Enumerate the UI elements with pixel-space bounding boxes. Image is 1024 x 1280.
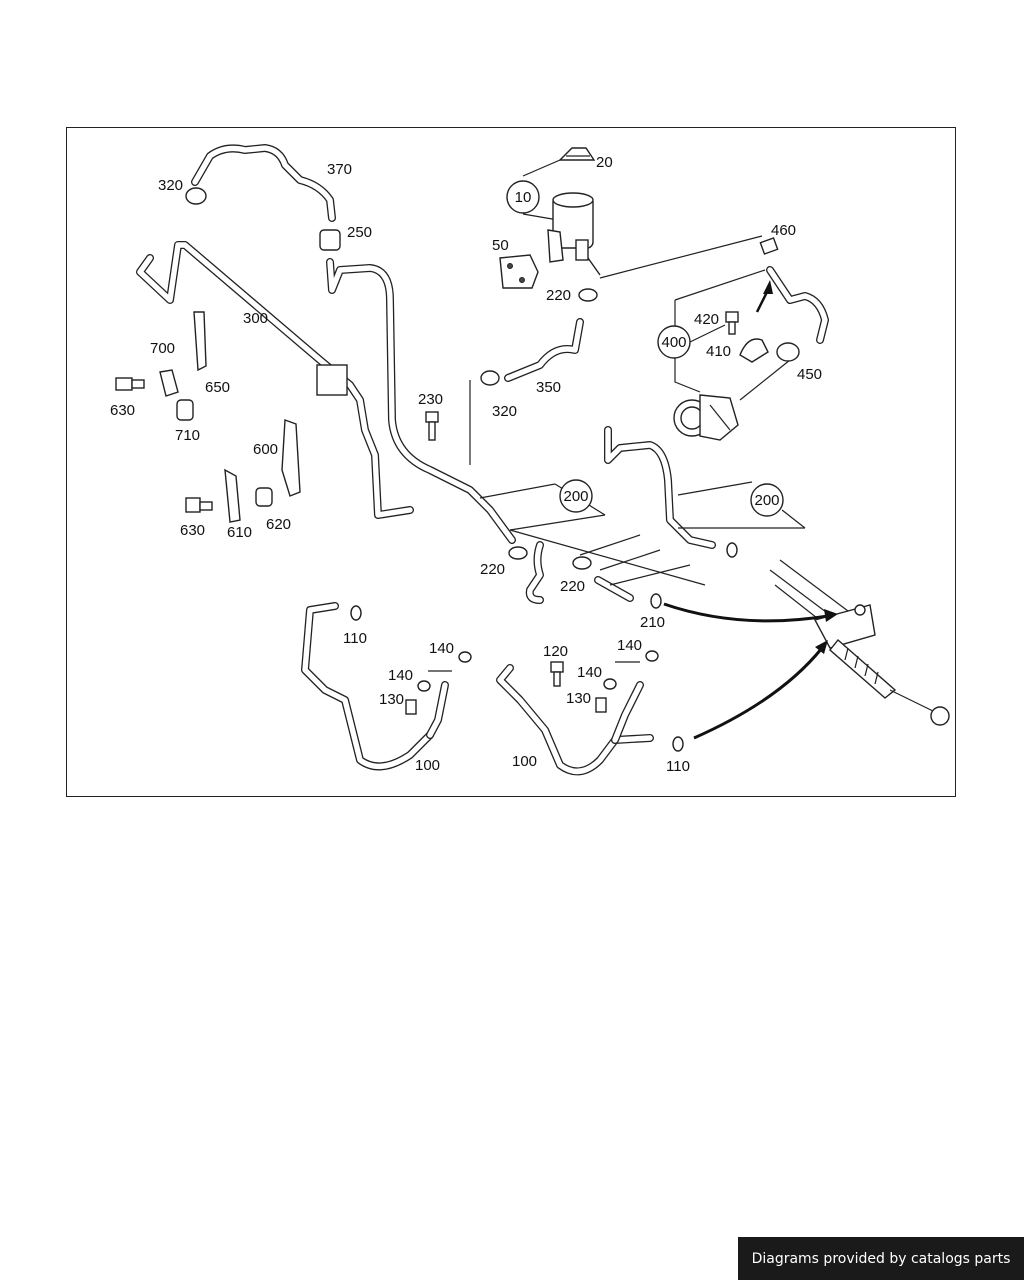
- label-350: 350: [536, 379, 561, 396]
- label-100-right: 100: [512, 753, 537, 770]
- label-460: 460: [771, 222, 796, 239]
- label-450: 450: [797, 366, 822, 383]
- bolt-120-icon: [550, 661, 564, 687]
- label-110-left: 110: [343, 630, 367, 647]
- label-140-c: 140: [617, 637, 642, 654]
- label-620: 620: [266, 516, 291, 533]
- seal-200-icon: [726, 542, 738, 558]
- steering-rack-icon: [769, 559, 950, 726]
- hose-210: [594, 576, 634, 602]
- clamp-220-left-icon: [508, 546, 528, 560]
- label-320-mid: 320: [492, 403, 517, 420]
- hose-pump-line: [604, 426, 716, 549]
- bolt-130-icons: [405, 697, 607, 715]
- hose-return-small: [525, 541, 544, 604]
- arrow-to-rack-lower-icon: [693, 640, 828, 740]
- credit-text: Diagrams provided by catalogs parts: [751, 1250, 1011, 1267]
- hose-460-loop: [766, 266, 829, 344]
- clip-460-icon: [759, 237, 779, 255]
- leader-lines: [428, 159, 806, 672]
- label-10: 10: [515, 189, 532, 206]
- label-710: 710: [175, 427, 200, 444]
- label-650: 650: [205, 379, 230, 396]
- hose-main-line: [326, 258, 516, 544]
- label-700: 700: [150, 340, 175, 357]
- hose-100-left: [301, 602, 449, 771]
- label-220-top: 220: [546, 287, 571, 304]
- bolt-630-bottom-icon: [185, 497, 213, 513]
- grommet-250-icon: [319, 229, 341, 251]
- label-400: 400: [661, 334, 686, 351]
- label-140-a: 140: [429, 640, 454, 657]
- label-610: 610: [227, 524, 252, 541]
- label-140-d: 140: [577, 664, 602, 681]
- clip-700-icon: [159, 369, 179, 397]
- bolt-230-icon: [425, 411, 439, 441]
- label-130-left: 130: [379, 691, 404, 708]
- grommet-710-icon: [176, 399, 194, 421]
- arrow-up-icon: [755, 280, 773, 313]
- label-210: 210: [640, 614, 665, 631]
- arrow-to-rack-upper-icon: [663, 602, 838, 623]
- diagram-frame: [66, 127, 956, 797]
- bracket-650-icon: [193, 311, 207, 372]
- hose-350: [504, 318, 584, 382]
- hose-100-right: [496, 664, 654, 776]
- seal-140-icons: [417, 650, 659, 692]
- label-220-right: 220: [560, 578, 585, 595]
- label-100-left: 100: [415, 757, 440, 774]
- ring-450-icon: [776, 342, 800, 362]
- label-250: 250: [347, 224, 372, 241]
- label-370: 370: [327, 161, 352, 178]
- label-230: 230: [418, 391, 443, 408]
- clamp-320-mid-icon: [480, 370, 500, 386]
- label-630-top: 630: [110, 402, 135, 419]
- bolt-420-icon: [725, 311, 739, 335]
- bracket-410-icon: [739, 338, 769, 363]
- reservoir-cap-icon: [558, 147, 596, 161]
- label-140-b: 140: [388, 667, 413, 684]
- label-110-right: 110: [666, 758, 690, 775]
- sleeve-620-icon: [255, 487, 273, 507]
- label-220-left: 220: [480, 561, 505, 578]
- seal-210-icon: [650, 593, 662, 609]
- clip-610-icon: [224, 468, 241, 523]
- label-630-bottom: 630: [180, 522, 205, 539]
- bracket-600-icon: [281, 419, 301, 497]
- seal-110-left-icon: [350, 605, 362, 621]
- label-120: 120: [543, 643, 568, 660]
- reservoir-icon: [547, 192, 601, 276]
- label-130-right: 130: [566, 690, 591, 707]
- hose-300: [136, 241, 414, 519]
- label-200-right: 200: [754, 492, 779, 509]
- pump-icon: [673, 394, 739, 441]
- label-50: 50: [492, 237, 509, 254]
- bracket-50-icon: [499, 254, 539, 289]
- label-320-top: 320: [158, 177, 183, 194]
- hose-370: [191, 144, 336, 222]
- label-420: 420: [694, 311, 719, 328]
- label-200-left: 200: [563, 488, 588, 505]
- damper-box-icon: [316, 364, 348, 396]
- credit-banner: Diagrams provided by catalogs parts: [738, 1237, 1024, 1280]
- label-20: 20: [596, 154, 613, 171]
- bolt-630-top-icon: [115, 377, 145, 391]
- label-600: 600: [253, 441, 278, 458]
- clamp-220-top-icon: [578, 288, 598, 302]
- clamp-320-top-icon: [185, 187, 207, 205]
- label-410: 410: [706, 343, 731, 360]
- clamp-220-right-icon: [572, 556, 592, 570]
- callout-circles: [506, 180, 784, 517]
- seal-110-right-icon: [672, 736, 684, 752]
- label-300: 300: [243, 310, 268, 327]
